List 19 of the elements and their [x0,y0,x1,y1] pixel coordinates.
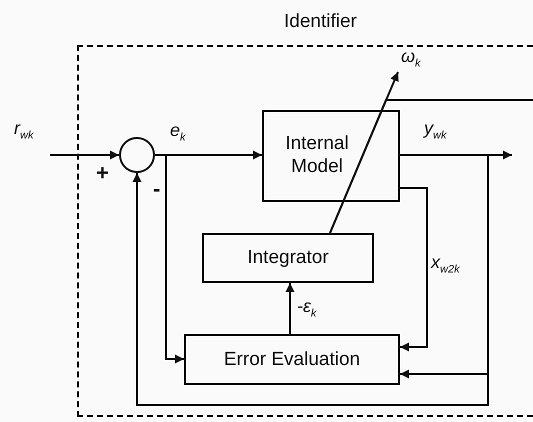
arrow [132,154,489,406]
sign-label: - [153,176,160,202]
signal-label: e$_{k}$ [170,120,186,144]
block-label: Error Evaluation [224,348,360,370]
signal-label: ω$_{k}$ [401,46,421,70]
block-label: Internal Model [284,133,350,179]
integrator-box [202,233,374,283]
error-evaluation-box [184,334,400,385]
internal-model-box [262,110,400,202]
summing-junction [119,137,155,173]
arrow [400,187,428,352]
arrow [286,283,294,334]
signal-label: -ε$_{k}$ [297,296,316,320]
group-title: Identifier [284,11,357,33]
sign-label: + [96,160,109,186]
arrow [50,150,119,160]
connector-line [329,99,533,234]
block-label: Integrator [247,247,329,269]
arrow [155,154,184,364]
